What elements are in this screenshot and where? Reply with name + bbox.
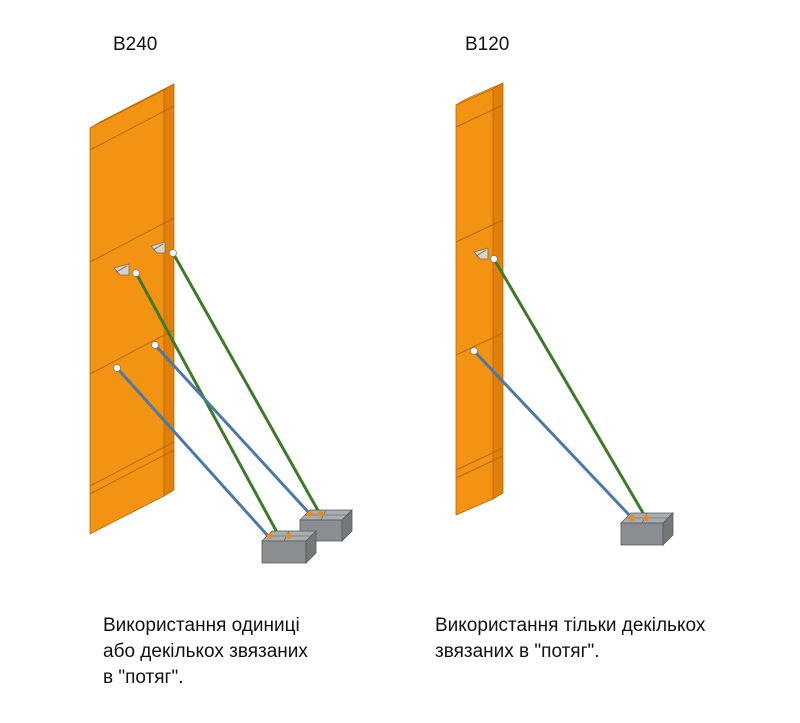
formwork-panel-b240	[89, 83, 175, 535]
brace-pin-b240-4	[113, 364, 121, 372]
caption-b120: Використання тільки декількох звязаних в…	[435, 613, 705, 665]
brace-pin-b240-2	[132, 269, 140, 277]
formwork-panel-b120	[455, 82, 504, 516]
brace-bracket-upper-b240	[150, 241, 166, 254]
brace-pin-b120-1	[490, 255, 498, 263]
green-brace-b120	[492, 258, 648, 519]
ballast-block-b240-front	[261, 530, 317, 564]
caption-b240-line-2: або декількох звязаних	[103, 641, 308, 662]
blue-brace-b240-rear	[153, 343, 312, 516]
title-b120: B120	[465, 34, 510, 55]
bracing-diagram	[89, 82, 674, 564]
brace-pin-b120-2	[470, 347, 478, 355]
green-brace-b240-rear	[171, 252, 322, 515]
brace-pin-b240-1	[169, 249, 177, 257]
caption-b240-line-1: Використання одиниці	[103, 615, 300, 636]
brace-bracket-b120	[473, 247, 489, 260]
brace-pin-b240-3	[151, 341, 159, 349]
green-brace-b240-front	[134, 272, 281, 537]
caption-b240: Використання одиниці або декількох звяза…	[103, 613, 308, 691]
caption-b120-line-1: Використання тільки декількох	[435, 615, 706, 636]
title-b240: B240	[113, 34, 158, 55]
brace-bracket-lower-b240	[113, 263, 130, 276]
blue-brace-b120	[472, 349, 634, 520]
caption-b120-line-2: звязаних в "потяг".	[435, 641, 600, 662]
blue-brace-b240-front	[115, 366, 270, 538]
ballast-block-b120	[620, 512, 674, 546]
caption-b240-line-3: в "потяг".	[103, 667, 184, 688]
